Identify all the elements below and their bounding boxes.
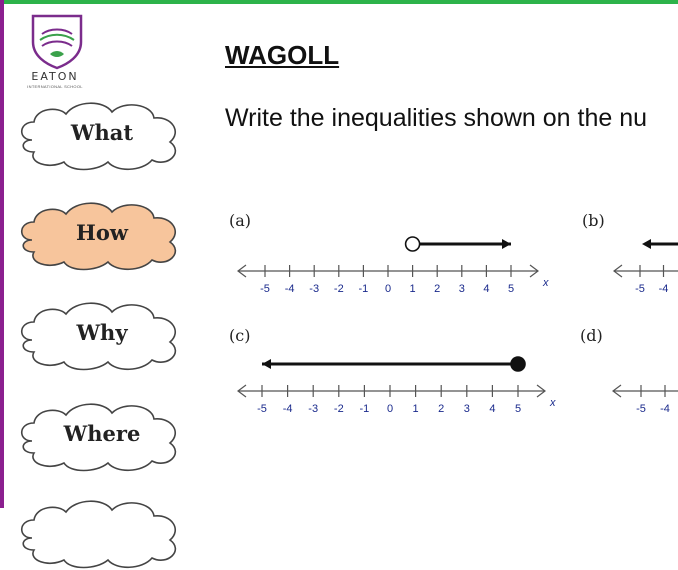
cloud-where[interactable]: Where (12, 393, 192, 473)
axis-var-label-c: x (549, 397, 556, 409)
axis-tick-label-b: -4 (659, 283, 669, 295)
inequality-arrowhead-c (262, 359, 271, 369)
axis-tick-label-c: 2 (438, 403, 444, 415)
axis-var-label-a: x (542, 277, 549, 289)
axis-tick-label-a: -2 (334, 283, 344, 295)
cloud-why[interactable]: Why (12, 292, 192, 372)
inequality-endpoint-c (510, 356, 526, 372)
question-c-label: (c) (229, 326, 251, 345)
cloud-how-label: How (76, 219, 128, 245)
axis-tick-label-a: 3 (459, 283, 465, 295)
cloud-how[interactable]: How (12, 192, 192, 272)
axis-right-arrow-c (536, 384, 546, 398)
axis-tick-label-c: 3 (464, 403, 470, 415)
cloud-how-shape (20, 202, 177, 271)
cloud-why-label: Why (76, 319, 128, 345)
axis-left-arrow-d (612, 384, 622, 398)
inequality-arrowhead-a (502, 239, 511, 249)
school-name: EATON (31, 70, 79, 83)
axis-tick-label-a: -4 (285, 283, 295, 295)
axis-tick-label-c: 5 (515, 403, 521, 415)
axis-tick-label-b: -5 (635, 283, 645, 295)
axis-tick-label-a: -3 (309, 283, 319, 295)
axis-tick-label-d: -4 (660, 403, 670, 415)
top-accent-bar (0, 0, 678, 4)
axis-tick-label-a: 2 (434, 283, 440, 295)
axis-tick-label-a: 4 (483, 283, 489, 295)
axis-tick-label-c: -1 (360, 403, 370, 415)
school-subtitle: INTERNATIONAL SCHOOL (27, 84, 83, 89)
axis-right-arrow-a (529, 264, 539, 278)
inequality-arrowhead-b (642, 239, 651, 249)
cloud-what-shape (20, 102, 177, 171)
school-crest-icon (28, 14, 86, 94)
instruction-text: Write the inequalities shown on the nu (225, 104, 648, 132)
cloud-what-label: What (70, 119, 134, 145)
axis-tick-label-c: -2 (334, 403, 344, 415)
axis-tick-label-c: 4 (489, 403, 495, 415)
axis-left-arrow-a (237, 264, 247, 278)
question-d-label: (d) (580, 326, 603, 345)
axis-tick-label-a: -1 (359, 283, 369, 295)
axis-tick-label-c: 1 (413, 403, 419, 415)
axis-tick-label-c: -5 (257, 403, 267, 415)
left-accent-bar (0, 0, 4, 508)
axis-left-arrow-b (613, 264, 623, 278)
inequality-endpoint-a (404, 236, 421, 252)
axis-tick-label-a: -5 (260, 283, 270, 295)
axis-tick-label-c: -4 (283, 403, 293, 415)
axis-left-arrow-c (237, 384, 247, 398)
axis-tick-label-c: 0 (387, 403, 393, 415)
cloud-where-shape (20, 403, 177, 472)
axis-tick-label-a: 0 (385, 283, 391, 295)
axis-tick-label-a: 5 (508, 283, 514, 295)
cloud-why-shape (20, 302, 177, 371)
axis-tick-label-d: -5 (636, 403, 646, 415)
axis-tick-label-a: 1 (410, 283, 416, 295)
question-b-label: (b) (582, 211, 605, 230)
cloud-what[interactable]: What (12, 92, 192, 172)
question-a-label: (a) (229, 211, 252, 230)
cloud-where-label: Where (63, 420, 141, 446)
number-lines: -5-4-3-2-1012345x-5-4-3-2-1012345x-5-4-3… (237, 236, 678, 415)
axis-tick-label-c: -3 (308, 403, 318, 415)
page-title: WAGOLL (225, 40, 340, 70)
